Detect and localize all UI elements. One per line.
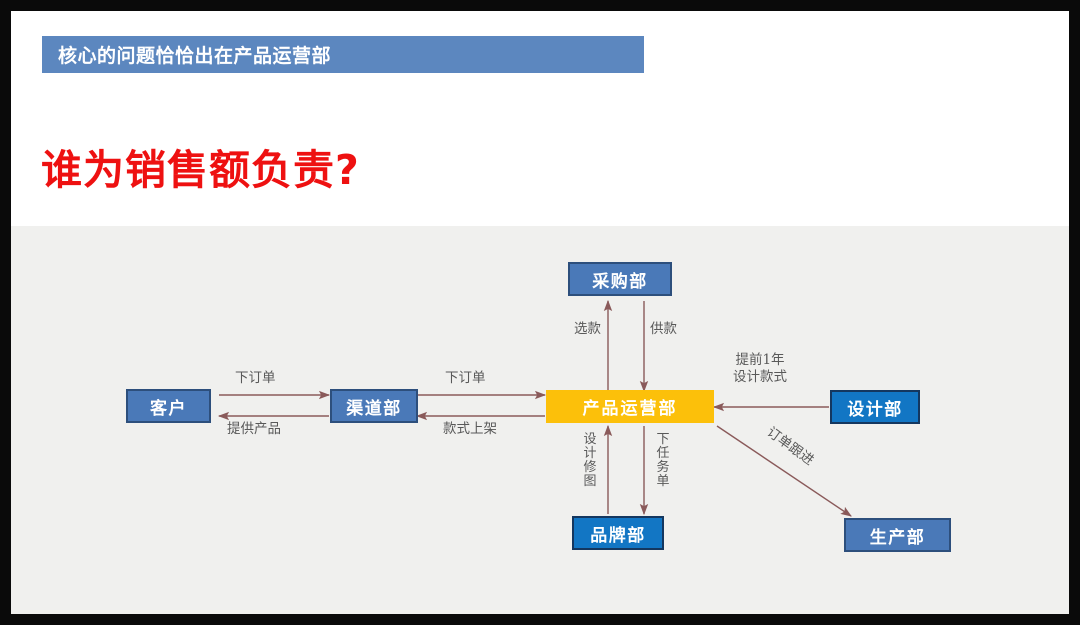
banner-title-bar: 核心的问题恰恰出在产品运营部 xyxy=(42,36,644,73)
edge-label-purchasing-to-productops: 供款 xyxy=(650,321,677,337)
node-channel-label: 渠道部 xyxy=(346,398,402,419)
node-brand[interactable]: 品牌部 xyxy=(572,516,664,550)
edge-label-productops-to-channel: 款式上架 xyxy=(443,421,497,437)
edge-label-productops-to-brand: 下任务单 xyxy=(656,432,670,490)
edge-label-channel-to-productops: 下订单 xyxy=(445,370,486,386)
node-product-ops[interactable]: 产品运营部 xyxy=(546,390,714,423)
node-customer[interactable]: 客户 xyxy=(126,389,211,423)
node-design-label: 设计部 xyxy=(847,399,903,420)
node-design[interactable]: 设计部 xyxy=(830,390,920,424)
node-purchasing[interactable]: 采购部 xyxy=(568,262,672,296)
edge-label-brand-to-productops: 设计修图 xyxy=(583,432,597,490)
node-brand-label: 品牌部 xyxy=(590,525,646,546)
edge-label-productops-to-purchasing: 选款 xyxy=(574,321,601,337)
edge-label-customer-to-channel: 下订单 xyxy=(235,370,276,386)
node-production[interactable]: 生产部 xyxy=(844,518,951,552)
node-production-label: 生产部 xyxy=(869,527,926,548)
node-purchasing-label: 采购部 xyxy=(592,271,648,292)
edge-label-channel-to-customer: 提供产品 xyxy=(227,421,281,437)
diagram-arrows xyxy=(217,299,852,517)
node-customer-label: 客户 xyxy=(150,398,187,419)
page-title: 谁为销售额负责? xyxy=(41,146,360,194)
banner-title-text: 核心的问题恰恰出在产品运营部 xyxy=(58,45,332,67)
edge-label-design-to-productops: 提前1年 设计款式 xyxy=(733,352,787,385)
diagram-panel: 客户 渠道部 采购部 产品运营部 设计部 品牌部 生产部 下订单 提供产品 下订… xyxy=(11,226,1069,614)
node-product-ops-label: 产品运营部 xyxy=(582,399,678,419)
node-channel[interactable]: 渠道部 xyxy=(330,389,418,423)
